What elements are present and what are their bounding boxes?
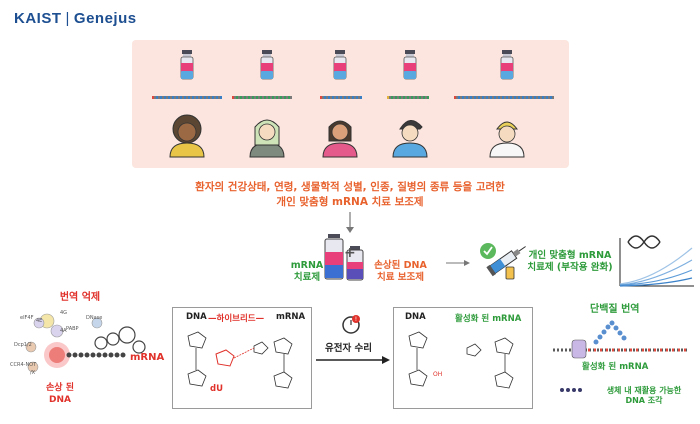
- mrna-vial-icon: [180, 49, 194, 80]
- patient-2-icon: [249, 119, 285, 158]
- mrna-strands: [152, 96, 554, 99]
- patient-5-icon: [489, 121, 525, 158]
- efficacy-chart: [619, 235, 694, 287]
- caption-line-2: 개인 맞춤형 mRNA 치료 보조제: [276, 196, 424, 208]
- hybrid-label: —하이브리드—: [208, 314, 265, 324]
- ccr4-label: CCR4-NOT: [10, 362, 37, 368]
- mrna-label-left: mRNA: [130, 352, 165, 363]
- dcp-label: Dcp1/2: [14, 342, 32, 348]
- pabp-label: PABP: [66, 326, 79, 332]
- timer-icon: !: [342, 315, 360, 334]
- right-arrow-icon: [446, 260, 470, 266]
- svg-text:OH: OH: [433, 371, 442, 378]
- dnase-label: DNase: [86, 315, 103, 321]
- activated-mrna-label: 활성화 된 mRNA: [455, 314, 522, 324]
- activated-mrna-box: [393, 307, 533, 409]
- down-arrow-icon: [346, 212, 354, 233]
- mrna-vial-icon: [333, 49, 347, 80]
- logo: KAIST|Genejus: [14, 10, 137, 27]
- translation-repression-title: 번역 억제: [59, 292, 101, 303]
- repression-illustration: [25, 313, 146, 373]
- eif4g-label: 4G: [60, 310, 68, 316]
- gene-repair-label: 유전자 수리: [325, 343, 373, 354]
- eif4a-label: 4A: [60, 328, 67, 334]
- svg-text:!: !: [355, 316, 357, 323]
- patient-illustrations: [152, 49, 554, 158]
- mrna-vial-icon: [500, 49, 514, 80]
- protein-translation-title: 단백질 번역: [590, 304, 640, 315]
- activated-mrna-right-label: 활성화 된 mRNA: [582, 362, 649, 372]
- mrna-vial-icon: [403, 49, 417, 80]
- ccr4-tag-label: /X: [30, 370, 36, 376]
- kaist-logo: KAIST: [14, 10, 62, 27]
- repair-arrow-icon: [316, 356, 390, 364]
- eif4e-label: 4E: [36, 318, 43, 324]
- du-label: dU: [210, 384, 223, 394]
- patient-4-icon: [392, 120, 428, 158]
- patient-1-icon: [169, 114, 205, 158]
- logo-separator: |: [65, 10, 70, 27]
- dna-mrna-hybrid-box: [172, 307, 312, 409]
- plus-sign: +: [344, 245, 356, 261]
- hybrid-mrna-label: mRNA: [276, 312, 306, 322]
- activated-structure: OH: [408, 331, 514, 389]
- caption-line-1: 환자의 건강상태, 연령, 생물학적 성별, 인종, 질병의 종류 등을 고려한: [195, 181, 505, 193]
- genejus-logo: Genejus: [73, 10, 137, 27]
- hybrid-dna-label: DNA: [186, 312, 207, 322]
- patient-3-icon: [322, 120, 358, 158]
- syringe-check-icon: [480, 243, 526, 280]
- translation-illustration: [553, 320, 688, 392]
- therapy-vials-icon: [324, 234, 364, 281]
- mrna-vial-icon: [260, 49, 274, 80]
- hybrid-structure: [187, 331, 293, 389]
- eif4f-label: eIF4F: [20, 315, 34, 321]
- active-dna-label: DNA: [405, 312, 426, 322]
